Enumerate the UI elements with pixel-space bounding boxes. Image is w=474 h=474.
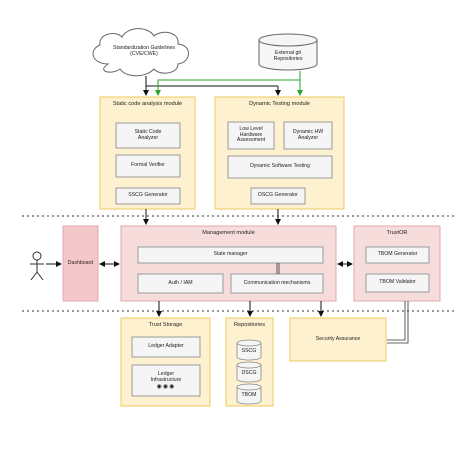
management-module-title: Management module — [202, 229, 255, 236]
external-repo-line2: Repositories — [273, 56, 303, 62]
dscg-generator-box — [250, 187, 306, 205]
link-trustor-security-2 — [387, 301, 409, 344]
arrow-repo-to-static — [155, 71, 301, 96]
communication-label: Communication mechanisms — [243, 279, 311, 286]
link-trustor-security-1 — [387, 301, 406, 341]
security-assurance-box — [289, 317, 387, 362]
dashboard-box — [62, 225, 99, 302]
static-analyzer-line1: Static Code — [134, 128, 162, 135]
cloud-label-line2: (CVE/CWE) — [130, 51, 158, 57]
dscg-generator-label: DSCG Generator — [258, 192, 298, 199]
standardization-cloud — [92, 28, 189, 77]
ledger-nodes-icon: ◉◉◉ — [156, 383, 176, 390]
dynamic-hw-analyzer-label: Dynamic HW Analyzer — [284, 122, 332, 149]
dynamic-module-title: Dynamic Testing module — [249, 100, 310, 107]
ledger-infra-line2: Infrastructure — [150, 376, 182, 383]
external-repo-label: External git Repositories — [260, 47, 316, 67]
tbom-validator-box — [365, 273, 430, 293]
static-analyzer-line2: Analyzer — [137, 134, 159, 141]
tbom-generator-label: TBOM Generator — [377, 251, 418, 258]
dynamic-software-testing-label: Dynamic Software Testing — [250, 163, 310, 170]
auth-iam-label: Auth / IAM — [168, 279, 193, 286]
sscg-generator-label: SSCG Generator — [128, 192, 168, 199]
formal-verifier-label: Formal Verifier — [131, 162, 165, 169]
user-icon — [30, 251, 44, 281]
repo-item-dscg: DSCG — [241, 370, 257, 377]
static-analyzer-label: Static Code Analyzer — [116, 123, 180, 148]
low-level-line3: Assessment — [236, 137, 266, 144]
trust-storage-title: Trust Storage — [148, 321, 183, 328]
ledger-infra-line1: Ledger — [157, 370, 175, 377]
dynamic-hw-analyzer-box — [283, 121, 333, 150]
tbom-validator-label: TBOM Validator — [379, 279, 416, 286]
dynamic-software-testing-box — [227, 155, 333, 179]
repositories-title: Repositories — [233, 321, 266, 328]
state-manager-box — [137, 246, 324, 264]
low-level-hw-box — [227, 121, 275, 150]
auth-iam-box — [137, 273, 224, 294]
state-manager-label: State manager — [213, 251, 248, 258]
low-level-line1: Low Level — [239, 125, 263, 132]
ledger-infrastructure-box — [131, 364, 201, 397]
static-code-analyzer-box — [115, 122, 181, 149]
low-level-line2: Hardware — [239, 131, 263, 138]
security-assurance-label: Security Assurance — [315, 335, 361, 342]
repo-item-sscg: SSCG — [241, 348, 257, 355]
external-git-repositories — [258, 33, 318, 71]
ledger-adapter-label: Ledger Adapter — [148, 343, 184, 350]
external-repo-line1: External git — [275, 50, 301, 57]
repo-cylinder-tbom — [236, 383, 262, 405]
repo-cylinder-sscg — [236, 339, 262, 361]
static-module-title: Static code analysis module — [112, 100, 183, 107]
dashboard-label: Dashboard — [67, 259, 94, 266]
low-level-hw-label: Low Level Hardware Assessment — [228, 122, 274, 149]
cloud-label-line1: Standardization Guidelines — [112, 45, 175, 52]
ledger-infrastructure-label: Ledger Infrastructure ◉◉◉ — [132, 366, 200, 396]
cloud-label: Standardization Guidelines (CVE/CWE) — [100, 41, 188, 63]
dynamic-hw-line2: Analyzer — [297, 134, 319, 141]
repo-cylinder-dscg — [236, 361, 262, 383]
formal-verifier-box — [115, 154, 181, 178]
ledger-adapter-box — [131, 336, 201, 358]
trustor-title: TrustOR — [386, 229, 408, 236]
dynamic-hw-line1: Dynamic HW — [292, 128, 324, 135]
tbom-generator-box — [365, 246, 430, 264]
sscg-generator-box — [115, 187, 181, 205]
repo-item-tbom: TBOM — [241, 392, 257, 399]
